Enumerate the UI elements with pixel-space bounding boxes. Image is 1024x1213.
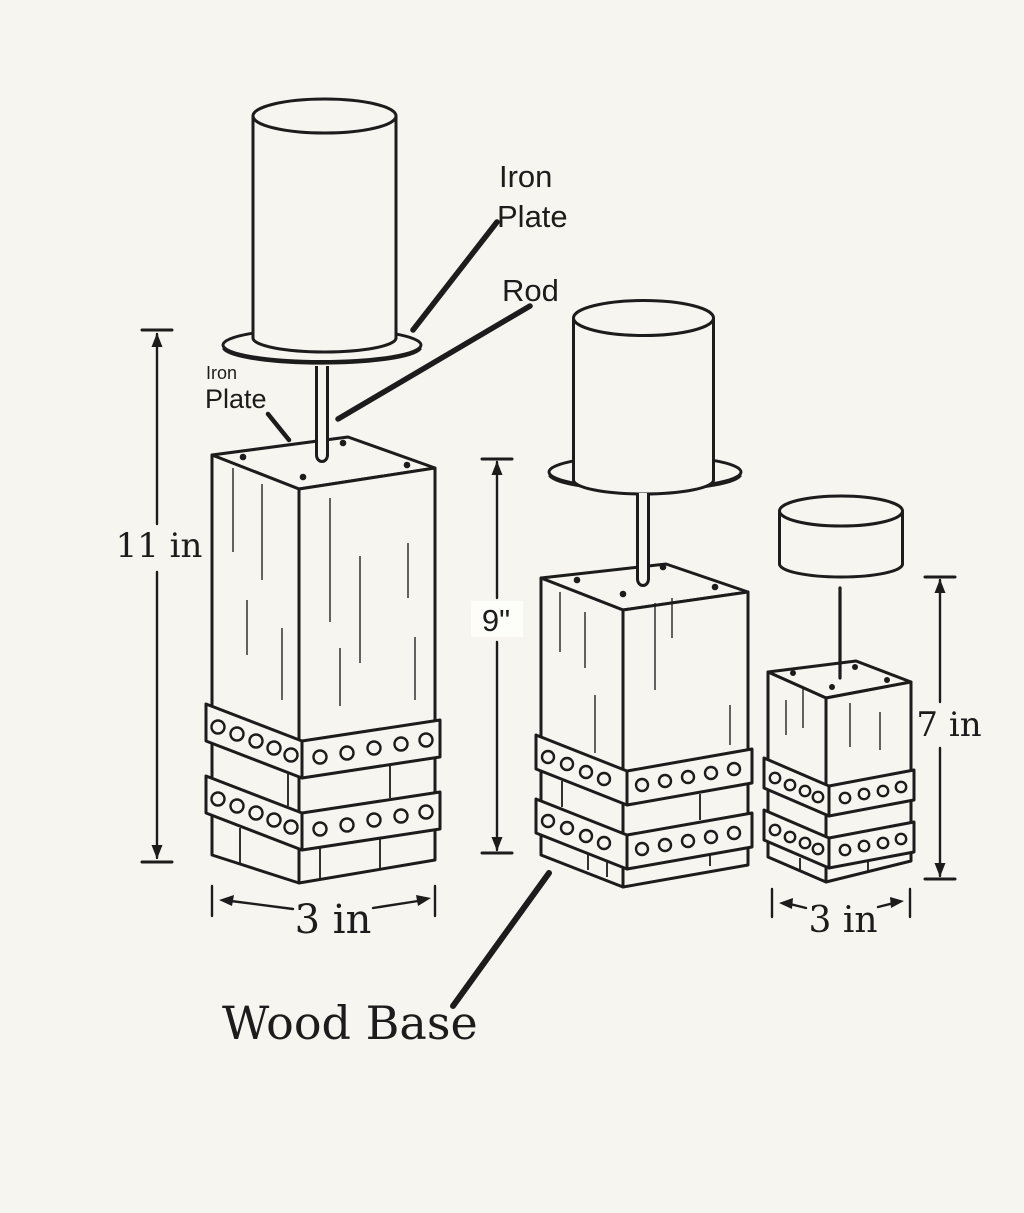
dimension-label-9in: 9": [482, 603, 510, 638]
metal-band-upper: [204, 702, 442, 780]
arrowhead-right: [890, 897, 904, 908]
wood-base-large: [204, 435, 442, 885]
wood-grain-lines: [785, 687, 881, 750]
arrowhead-down: [934, 863, 946, 877]
leader-line: [450, 870, 552, 1009]
dimension-label-3in-small: 3 in: [808, 900, 877, 941]
screw-dots: [573, 563, 719, 598]
iron-plate-label-line2: Plate: [497, 199, 568, 234]
leader-line: [410, 219, 500, 333]
arrowhead-up: [491, 461, 503, 475]
arrowhead-down: [491, 837, 503, 851]
dimension-large-height: 11 in: [116, 328, 203, 864]
callout-wood-base: Wood Base: [222, 870, 552, 1050]
label-backing: [471, 601, 523, 637]
arrowhead-up: [934, 579, 946, 593]
callout-iron-plate-top: Iron Plate: [410, 159, 568, 333]
iron-plate-base-label-line1: Iron: [206, 363, 237, 383]
wood-base-small: [762, 659, 916, 884]
medium-candle-holder: [534, 299, 754, 889]
iron-plate-base-label-line2: Plate: [205, 384, 267, 414]
callout-rod: Rod: [335, 273, 559, 422]
leader-line: [265, 411, 292, 443]
metal-band-lower: [534, 797, 754, 871]
arrowhead-down: [151, 845, 163, 859]
arrowhead-up: [151, 333, 163, 347]
metal-band-upper: [534, 733, 754, 807]
dimension-label-3in-large: 3 in: [295, 897, 372, 943]
small-candle-holder: [762, 494, 916, 884]
rod-medium: [636, 493, 650, 587]
plank-seams: [239, 766, 391, 879]
rod-label: Rod: [502, 273, 559, 308]
arrowhead-left: [219, 895, 234, 906]
dimension-large-width: 3 in: [210, 884, 437, 943]
metal-band-lower: [762, 808, 916, 870]
wood-grain-lines: [232, 468, 416, 706]
wood-base-label: Wood Base: [222, 996, 478, 1050]
callout-iron-plate-base: Iron Plate: [205, 363, 292, 443]
dimension-small-width: 3 in: [770, 887, 912, 941]
large-candle-holder: [204, 97, 442, 885]
dimension-label-7in: 7 in: [916, 705, 981, 745]
screw-dots: [239, 439, 411, 481]
plank-seams: [799, 858, 869, 871]
metal-band-lower: [204, 774, 442, 852]
dimension-medium-height: 9": [471, 457, 523, 855]
wood-grain-lines: [559, 592, 731, 753]
iron-plate-label-line1: Iron: [499, 159, 552, 194]
arrowhead-left: [779, 898, 793, 909]
candle-cylinder-medium: [572, 299, 715, 496]
dimension-small-height: 7 in: [916, 575, 982, 881]
wood-base-medium: [534, 562, 754, 889]
dimension-label-11in: 11 in: [116, 526, 203, 566]
plank-seams: [561, 781, 711, 877]
screw-dots: [790, 664, 890, 690]
candle-puck-small: [778, 494, 904, 579]
leader-line: [335, 303, 533, 422]
arrowhead-right: [416, 895, 431, 906]
metal-band-upper: [762, 756, 916, 818]
rod-large: [315, 366, 329, 463]
candle-cylinder-large: [251, 97, 398, 354]
